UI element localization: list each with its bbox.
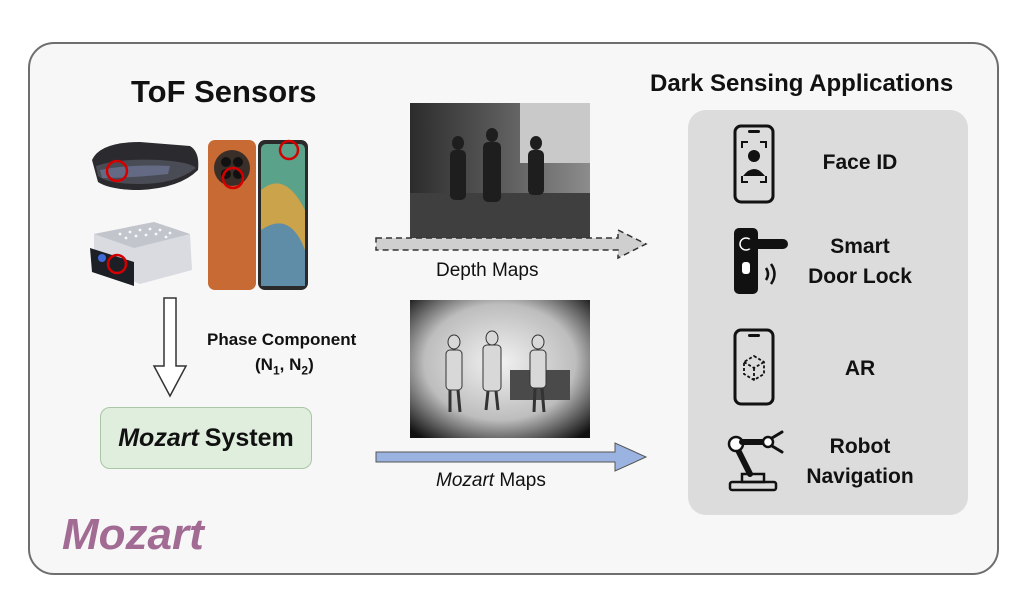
phone-front-device bbox=[258, 139, 308, 290]
smart-door-lock-label-line2: Door Lock bbox=[808, 265, 912, 288]
depth-map-arrow bbox=[375, 228, 648, 260]
phase-symbol-n1: N bbox=[260, 355, 273, 374]
smart-door-lock-label-line1: Smart bbox=[830, 235, 890, 258]
depth-maps-label: Depth Maps bbox=[436, 260, 539, 281]
phase-sub-1: 1 bbox=[272, 363, 280, 378]
ar-label: AR bbox=[800, 354, 920, 384]
phase-component-title: Phase Component bbox=[207, 330, 357, 349]
face-id-label-line1: Face ID bbox=[822, 151, 898, 174]
face-id-phone-icon bbox=[733, 124, 775, 204]
face-id-label: Face ID bbox=[800, 148, 920, 178]
tof-sensors-title: ToF Sensors bbox=[131, 74, 317, 109]
phase-component-symbols: (N1, N2) bbox=[255, 355, 314, 378]
depth-map-image bbox=[410, 103, 590, 238]
mozart-system-name-italic: Mozart bbox=[118, 423, 199, 452]
phase-down-arrow bbox=[152, 297, 188, 398]
smart-door-lock-label: Smart Door Lock bbox=[788, 232, 932, 292]
robot-navigation-label-line1: Robot bbox=[829, 435, 891, 458]
mozart-maps-label-rest: Maps bbox=[499, 470, 546, 491]
smart-lock-icon bbox=[734, 228, 788, 294]
ar-phone-icon bbox=[733, 328, 775, 406]
mozart-system-name-rest: System bbox=[204, 423, 294, 452]
robot-navigation-label: Robot Navigation bbox=[788, 432, 932, 492]
robot-navigation-label-line2: Navigation bbox=[806, 465, 914, 488]
ar-label-line1: AR bbox=[844, 357, 876, 380]
phase-sub-2: 2 bbox=[301, 363, 309, 378]
mozart-map-image bbox=[410, 300, 590, 438]
applications-title: Dark Sensing Applications bbox=[650, 70, 954, 97]
robot-arm-icon bbox=[727, 430, 784, 492]
mozart-maps-label: Mozart Maps bbox=[436, 470, 546, 492]
brand-logo-text: Mozart bbox=[62, 510, 204, 559]
tof-devices-illustration bbox=[90, 139, 308, 290]
phase-symbol-n2: N bbox=[289, 355, 302, 374]
headset-device bbox=[92, 142, 199, 190]
mozart-map-arrow bbox=[375, 442, 648, 472]
phone-back-device bbox=[208, 140, 256, 290]
phase-component-label: Phase Component (N1, N2) bbox=[203, 327, 356, 383]
mozart-system-box: Mozart System bbox=[100, 407, 312, 469]
kinect-device bbox=[90, 222, 192, 286]
mozart-maps-label-italic: Mozart bbox=[436, 470, 495, 491]
